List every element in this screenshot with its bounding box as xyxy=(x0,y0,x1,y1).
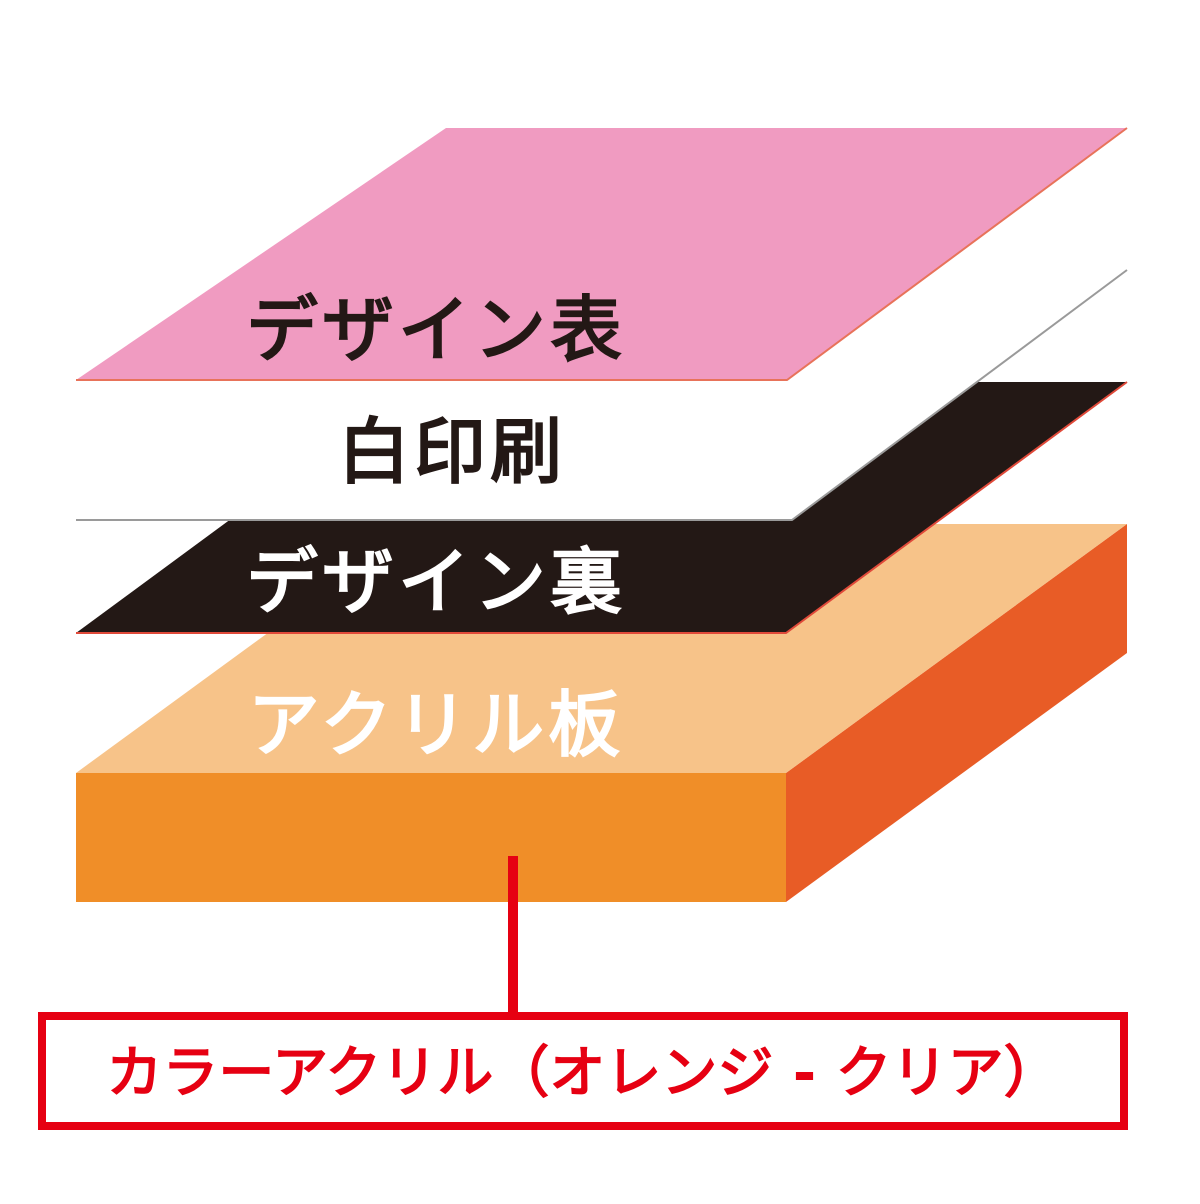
white-print-edge xyxy=(76,269,1128,521)
acrylic-board: アクリル板 xyxy=(76,524,1127,902)
acrylic-board-front-face xyxy=(76,773,786,902)
callout-label: カラーアクリル（オレンジ - クリア） xyxy=(106,1041,1059,1106)
design-back-edge xyxy=(76,381,1128,634)
design-front-edge xyxy=(76,127,1128,381)
design-front-label: デザイン表 xyxy=(246,288,626,372)
design-front-layer: デザイン表 xyxy=(76,127,1128,381)
callout-box xyxy=(38,1012,1128,1130)
acrylic-board-label: アクリル板 xyxy=(248,683,624,767)
callout: カラーアクリル（オレンジ - クリア） xyxy=(38,856,1128,1130)
white-print-label: 白印刷 xyxy=(338,410,566,494)
acrylic-board-side-face xyxy=(786,524,1127,902)
design-back-label: デザイン裏 xyxy=(246,540,626,624)
design-front-sheet xyxy=(76,128,1127,380)
